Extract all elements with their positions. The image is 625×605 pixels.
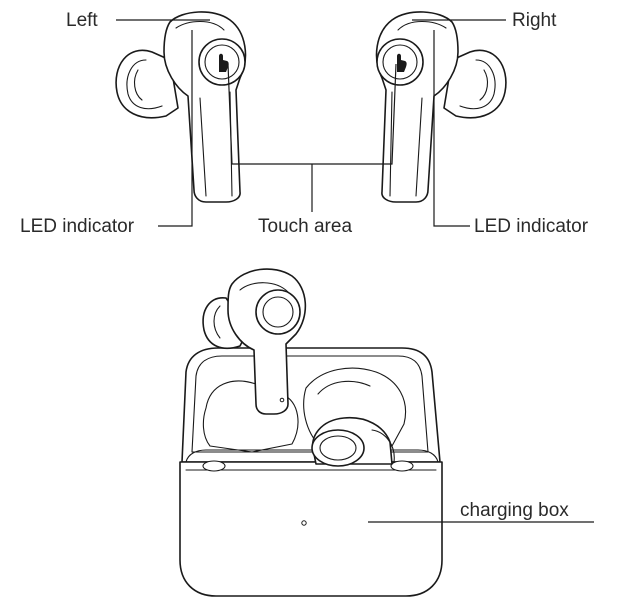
left-earbud [115, 11, 247, 203]
label-charging-box: charging box [460, 500, 569, 521]
touch-finger-icon [219, 53, 229, 72]
box-earbud-left [202, 268, 307, 415]
label-right: Right [512, 10, 557, 31]
label-led-indicator-right: LED indicator [474, 216, 589, 237]
box-led-dot [301, 520, 307, 526]
touch-finger-icon [397, 53, 407, 72]
label-left: Left [66, 10, 98, 31]
box-earbud-right [311, 417, 395, 467]
right-earbud [375, 11, 507, 203]
callout-lines [116, 19, 506, 227]
label-led-indicator-left: LED indicator [20, 216, 135, 237]
label-touch-area: Touch area [258, 216, 352, 237]
charging-box [179, 347, 443, 597]
